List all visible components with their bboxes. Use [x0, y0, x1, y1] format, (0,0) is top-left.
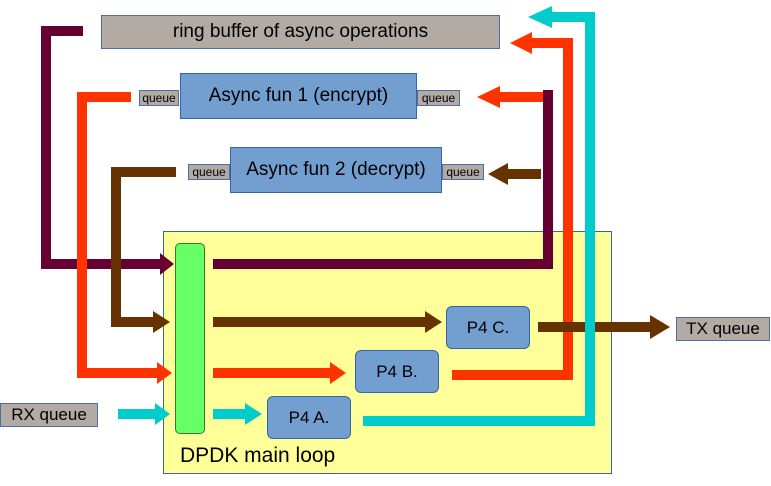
- async-fun-1-box: Async fun 1 (encrypt): [180, 73, 417, 119]
- dpdk-dispatch-hub: [175, 243, 205, 434]
- async-fun-2-left-queue: queue: [188, 164, 230, 180]
- queue-label: queue: [446, 165, 480, 179]
- p4b-to-ring-path: [452, 38, 573, 380]
- p4-b-box: P4 B.: [355, 350, 439, 393]
- async-fun-2-right-queue: queue: [442, 164, 484, 180]
- decrypt-queue-arrowhead: [488, 163, 508, 185]
- p4-b-label: P4 B.: [376, 361, 418, 381]
- decrypt-arrowhead-into-hub: [153, 311, 170, 333]
- rx-arrowhead-into-hub: [155, 403, 170, 425]
- tx-arrowhead: [650, 315, 670, 339]
- tx-queue-label: TX queue: [686, 319, 760, 338]
- async-fun-1-right-queue: queue: [417, 90, 460, 106]
- async-fun-1-label: Async fun 1 (encrypt): [208, 85, 389, 106]
- p4-c-label: P4 C.: [466, 317, 510, 337]
- p4a-to-ring-path: [363, 12, 595, 426]
- p4b-arrowhead: [330, 362, 346, 384]
- tx-queue-box: TX queue: [676, 317, 770, 341]
- hub-to-encrypt-path: [213, 90, 553, 269]
- ring-buffer-box: ring buffer of async operations: [101, 15, 500, 49]
- p4-a-box: P4 A.: [267, 396, 351, 439]
- encrypt-queue-arrowhead: [477, 86, 500, 108]
- rx-queue-label: RX queue: [11, 405, 87, 424]
- rx-queue-box: RX queue: [0, 403, 98, 427]
- p4c-arrowhead: [425, 311, 442, 333]
- p4-a-label: P4 A.: [288, 407, 330, 427]
- ring-buffer-orange-arrowhead: [510, 32, 532, 54]
- queue-label: queue: [192, 165, 226, 179]
- async-fun-1-left-queue: queue: [139, 90, 179, 106]
- encrypt-queue-to-hub-path: [77, 92, 157, 378]
- encrypt-arrowhead-into-hub: [157, 362, 172, 384]
- ring-buffer-label: ring buffer of async operations: [172, 21, 429, 42]
- queue-label: queue: [142, 91, 176, 105]
- p4-c-box: P4 C.: [446, 306, 530, 349]
- decrypt-queue-to-hub-path: [111, 167, 176, 327]
- async-fun-2-label: Async fun 2 (decrypt): [246, 159, 426, 180]
- queue-label: queue: [421, 91, 456, 105]
- async-fun-2-box: Async fun 2 (decrypt): [230, 147, 442, 193]
- ring-buffer-return-path: [41, 26, 160, 269]
- p4a-arrowhead: [245, 403, 262, 425]
- dpdk-main-loop-label: DPDK main loop: [180, 444, 336, 467]
- ring-buffer-cyan-arrowhead: [528, 6, 552, 28]
- ring-buffer-arrowhead-into-hub: [160, 253, 174, 275]
